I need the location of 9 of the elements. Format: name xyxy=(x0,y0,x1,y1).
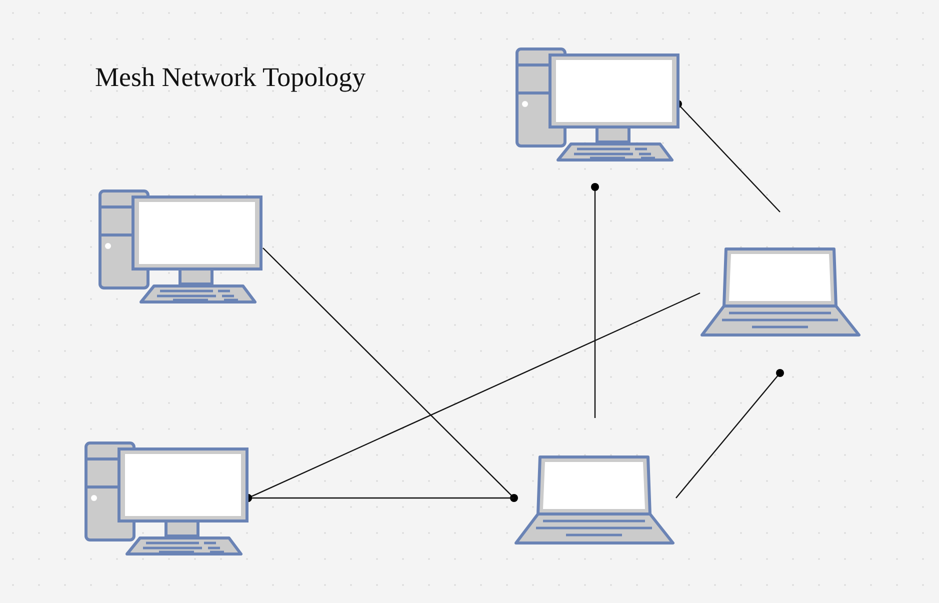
laptop-drawing xyxy=(700,247,862,337)
desktop-computer-drawing xyxy=(98,189,263,305)
network-link xyxy=(676,369,784,498)
network-link xyxy=(591,183,599,418)
desktop-computer-drawing xyxy=(84,441,249,557)
network-link xyxy=(262,248,518,502)
diagram-title: Mesh Network Topology xyxy=(95,62,366,93)
desktop-computer-drawing xyxy=(515,47,680,163)
laptop-drawing xyxy=(514,455,676,545)
